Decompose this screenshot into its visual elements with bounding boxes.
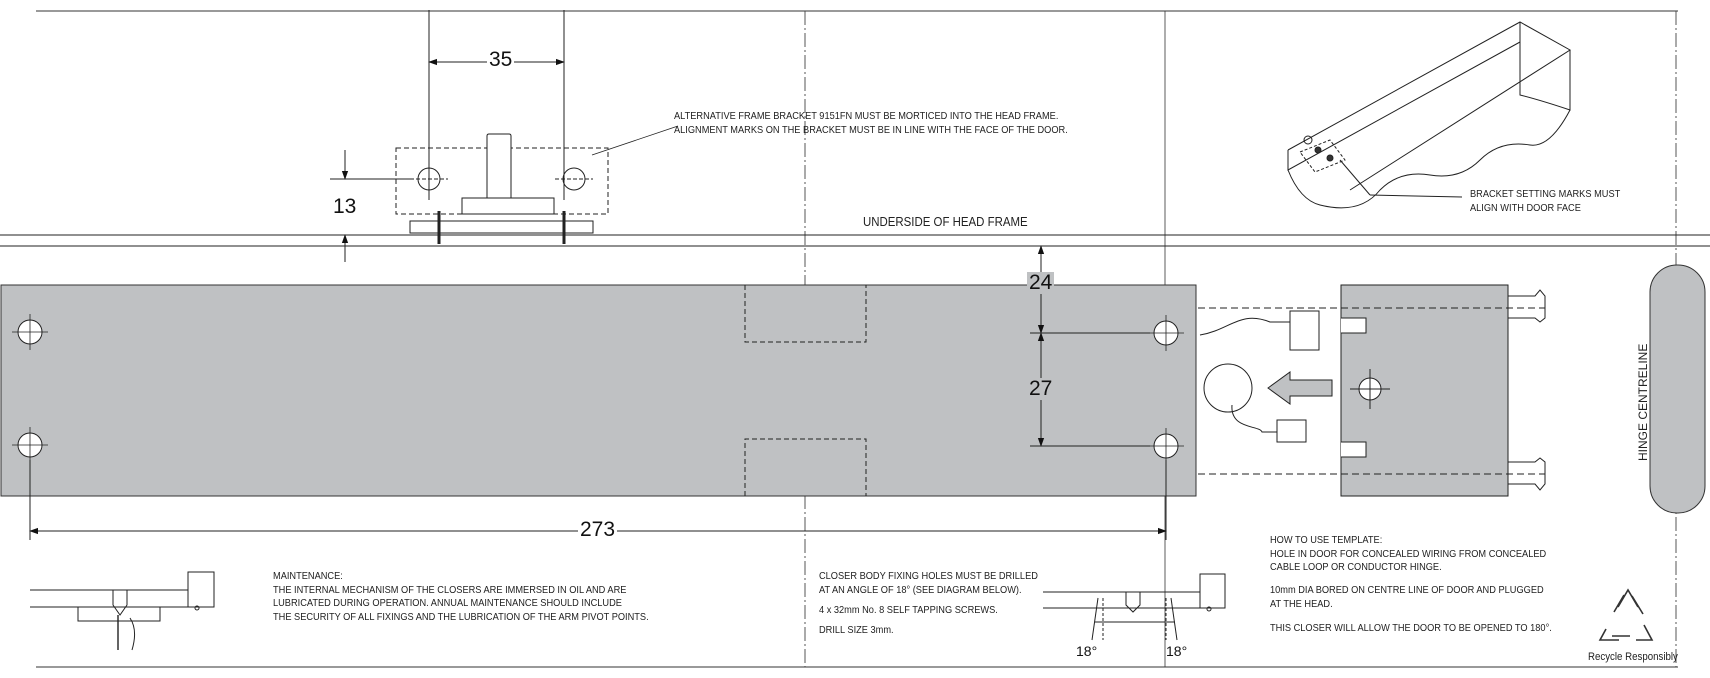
alt-bracket-note-line-2: ALIGNMENT MARKS ON THE BRACKET MUST BE I… (674, 123, 1068, 136)
bored-note: 10mm DIA BORED ON CENTRE LINE OF DOOR AN… (1270, 584, 1544, 611)
hinge-centreline-slot (1649, 264, 1706, 514)
how-to-use-line-2: CABLE LOOP OR CONDUCTOR HINGE. (1270, 561, 1442, 573)
how-to-use-note: HOW TO USE TEMPLATE: HOLE IN DOOR FOR CO… (1270, 534, 1546, 575)
dim-13 (330, 150, 410, 262)
closer-body (0, 284, 1197, 497)
arm-slide (1198, 284, 1546, 497)
section-detail-angle (1043, 573, 1226, 641)
bracket-setting-note: BRACKET SETTING MARKS MUST ALIGN WITH DO… (1470, 188, 1620, 215)
fixing-holes-note: CLOSER BODY FIXING HOLES MUST BE DRILLED… (819, 570, 1038, 597)
recycle-icon (1598, 588, 1654, 641)
dim-label-13: 13 (331, 195, 359, 218)
angle-label-left: 18° (1076, 643, 1098, 659)
bored-line-1: 10mm DIA BORED ON CENTRE LINE OF DOOR AN… (1270, 584, 1544, 596)
dim-label-35: 35 (487, 48, 515, 71)
bored-line-2: AT THE HEAD. (1270, 597, 1333, 610)
angle-label-right: 18° (1166, 643, 1188, 659)
dim-label-24: 24 (1027, 271, 1055, 294)
maintenance-note: MAINTENANCE: THE INTERNAL MECHANISM OF T… (273, 570, 649, 624)
maintenance-line-3: THE SECURITY OF ALL FIXINGS AND THE LUBR… (273, 610, 649, 623)
recycle-label: Recycle Responsibly (1588, 651, 1678, 663)
fixing-holes-line-2: AT AN ANGLE OF 18° (SEE DIAGRAM BELOW). (819, 583, 1022, 596)
alt-bracket-note: ALTERNATIVE FRAME BRACKET 9151FN MUST BE… (674, 110, 1068, 137)
opening-note: THIS CLOSER WILL ALLOW THE DOOR TO BE OP… (1270, 622, 1552, 634)
how-to-use-line-1: HOLE IN DOOR FOR CONCEALED WIRING FROM C… (1270, 547, 1547, 560)
frame-bracket (395, 10, 679, 244)
section-detail-left (30, 571, 215, 651)
screws-note: 4 x 32mm No. 8 SELF TAPPING SCREWS. (819, 604, 998, 616)
bracket-setting-note-line-2: ALIGN WITH DOOR FACE (1470, 201, 1581, 214)
maintenance-heading: MAINTENANCE: (273, 570, 343, 582)
maintenance-line-2: LUBRICATED DURING OPERATION. ANNUAL MAIN… (273, 597, 622, 609)
alt-bracket-note-line-1: ALTERNATIVE FRAME BRACKET 9151FN MUST BE… (674, 110, 1059, 122)
how-to-use-heading: HOW TO USE TEMPLATE: (1270, 534, 1383, 546)
maintenance-line-1: THE INTERNAL MECHANISM OF THE CLOSERS AR… (273, 583, 627, 596)
dim-label-27: 27 (1027, 377, 1055, 400)
fixing-holes-line-1: CLOSER BODY FIXING HOLES MUST BE DRILLED (819, 570, 1038, 582)
hinge-centreline-label: HINGE CENTRELINE (1636, 343, 1650, 461)
drill-note: DRILL SIZE 3mm. (819, 624, 894, 636)
arrow-left-icon (1267, 371, 1333, 405)
underside-head-frame-label: UNDERSIDE OF HEAD FRAME (863, 214, 1028, 229)
head-frame (0, 234, 1710, 247)
dim-label-273: 273 (578, 518, 618, 541)
bracket-sketch (1287, 21, 1571, 209)
bracket-setting-note-line-1: BRACKET SETTING MARKS MUST (1470, 188, 1621, 200)
